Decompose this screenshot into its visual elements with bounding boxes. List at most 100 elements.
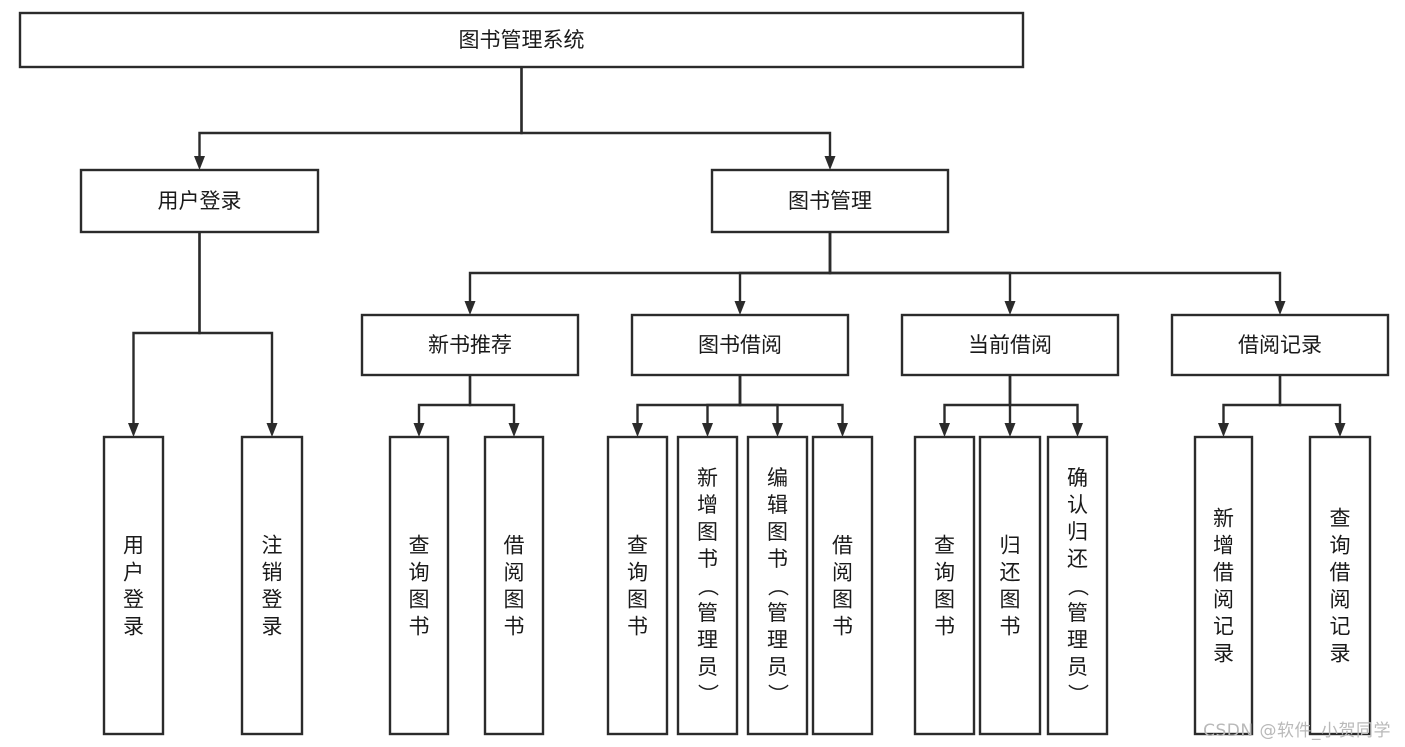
node-label-char: ） [1066, 684, 1090, 705]
node-label-char: 员 [697, 655, 718, 679]
node-label: 图书借阅 [698, 333, 782, 357]
node-label-char: （ [1066, 576, 1090, 597]
arrow-head-leaf_borrow_book_b [837, 423, 848, 437]
edge-level2_book_manage-to-level3_new_book_rec [468, 232, 832, 301]
node-label-char: 录 [1213, 642, 1234, 666]
node-label: 图书管理系统 [459, 28, 585, 52]
node-label-char: 记 [1213, 615, 1234, 639]
node-label-char: 图 [504, 588, 525, 612]
edge-level2_book_manage-to-level3_borrow_record [828, 232, 1282, 301]
arrow-head-leaf_add_book [702, 423, 713, 437]
edge-level3_book_borrow-to-leaf_borrow_book_b [738, 375, 844, 423]
node-level3-borrow-record[interactable]: 借阅记录 [1170, 313, 1390, 377]
node-label-char: （ [696, 576, 720, 597]
node-label-char: 增 [1213, 534, 1234, 558]
node-label-char: ） [766, 684, 790, 705]
node-box [102, 435, 165, 736]
node-leaf-user-login[interactable]: 用户登录 [102, 435, 165, 736]
node-box [978, 435, 1042, 736]
arrow-head-leaf_logout [266, 423, 278, 437]
node-label-char: 书 [832, 615, 853, 639]
node-label-char: 认 [1067, 493, 1088, 517]
node-label-char: 销 [262, 561, 283, 585]
node-label-char: 用 [123, 534, 144, 558]
node-label-char: 图 [767, 520, 788, 544]
edge-level2_book_manage-to-level3_current_borrow [828, 232, 1012, 301]
node-level2-book-manage[interactable]: 图书管理 [710, 168, 950, 234]
node-label-char: 增 [697, 493, 718, 517]
node-root[interactable]: 图书管理系统 [18, 11, 1025, 69]
arrow-head-level3_new_book_rec [464, 301, 476, 315]
edge-level3_book_borrow-to-leaf_add_book [706, 375, 742, 423]
edge-level3_borrow_record-to-leaf_query_record [1278, 375, 1342, 423]
node-box [1193, 435, 1254, 736]
node-label-char: 书 [767, 547, 788, 571]
arrow-head-leaf_confirm_return [1072, 423, 1083, 437]
arrow-head-level2_user_login [194, 156, 205, 170]
node-label-char: 书 [627, 615, 648, 639]
arrow-head-leaf_query_book_c [939, 423, 950, 437]
node-label-char: 登 [123, 588, 144, 612]
node-label-char: 阅 [1330, 588, 1351, 612]
node-label-char: 阅 [504, 561, 525, 585]
node-level3-book-borrow[interactable]: 图书借阅 [630, 313, 850, 377]
node-label-char: 图 [1000, 588, 1021, 612]
node-label-char: 录 [123, 615, 144, 639]
arrow-head-level3_borrow_record [1274, 301, 1286, 315]
node-box [900, 313, 1120, 377]
node-label-char: 图 [627, 588, 648, 612]
arrow-head-leaf_borrow_book_rec [508, 423, 520, 437]
node-box [240, 435, 304, 736]
nodes-layer: 图书管理系统用户登录图书管理新书推荐图书借阅当前借阅借阅记录用户登录注销登录查询… [18, 11, 1390, 736]
node-box [1170, 313, 1390, 377]
node-label-char: 新 [1213, 507, 1234, 531]
edge-level3_book_borrow-to-leaf_query_book_b [636, 375, 742, 423]
node-level3-current-borrow[interactable]: 当前借阅 [900, 313, 1120, 377]
node-box [1308, 435, 1372, 736]
arrow-head-leaf_return_book [1004, 423, 1016, 437]
arrow-head-leaf_query_record [1334, 423, 1346, 437]
node-label-char: 图 [409, 588, 430, 612]
node-label-char: 理 [1067, 628, 1088, 652]
edge-level3_new_book_rec-to-leaf_query_book_rec [417, 375, 472, 423]
node-level2-user-login[interactable]: 用户登录 [79, 168, 320, 234]
node-label-char: 书 [409, 615, 430, 639]
node-level3-new-book-rec[interactable]: 新书推荐 [360, 313, 580, 377]
node-box [18, 11, 1025, 69]
node-box [676, 435, 739, 736]
edge-level3_borrow_record-to-leaf_add_record [1222, 375, 1282, 423]
node-label-char: 借 [1330, 561, 1351, 585]
node-label-char: 图 [832, 588, 853, 612]
node-label-char: 询 [1330, 534, 1351, 558]
node-box [630, 313, 850, 377]
node-label-char: 确 [1067, 466, 1088, 490]
node-label-char: 书 [504, 615, 525, 639]
edge-root-to-level2_book_manage [520, 67, 832, 156]
node-box [360, 313, 580, 377]
node-label-char: 新 [697, 466, 718, 490]
arrow-head-leaf_user_login [128, 423, 139, 437]
arrow-head-level2_book_manage [824, 156, 836, 170]
node-label-char: 图 [934, 588, 955, 612]
node-label-char: 录 [262, 615, 283, 639]
edge-level2_user_login-to-leaf_user_login [132, 232, 201, 423]
arrow-head-leaf_edit_book [772, 423, 783, 437]
edge-level3_book_borrow-to-leaf_edit_book [738, 375, 779, 423]
node-label-char: 员 [1067, 655, 1088, 679]
node-label-char: ） [696, 684, 720, 705]
arrow-head-level3_current_borrow [1004, 301, 1016, 315]
